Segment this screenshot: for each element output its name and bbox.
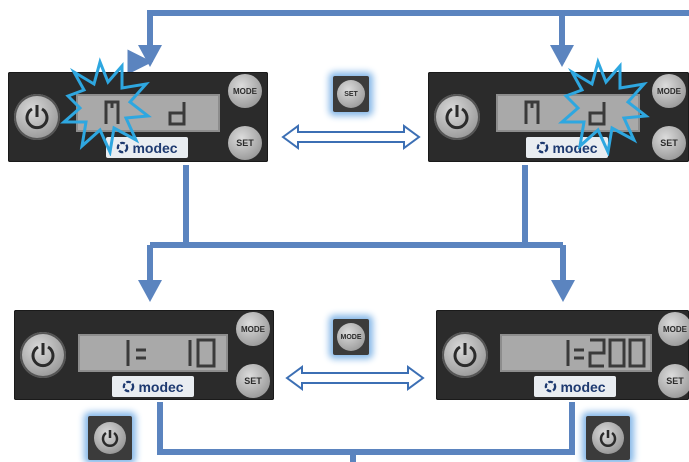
set-button-label: SET bbox=[337, 80, 365, 108]
logo-text: modec bbox=[560, 378, 606, 395]
logo-text: modec bbox=[552, 139, 598, 156]
controller-panel-top-left: MODE SET modec bbox=[8, 57, 268, 162]
power-icon bbox=[31, 343, 55, 368]
logo-mark-icon bbox=[117, 141, 129, 154]
lcd-digits bbox=[126, 338, 216, 368]
power-icon bbox=[25, 105, 49, 130]
brand-logo: modec bbox=[534, 376, 616, 397]
power-icon bbox=[453, 343, 477, 368]
highlight-burst-icon bbox=[60, 57, 152, 156]
power-icon bbox=[101, 430, 119, 447]
mode-button[interactable]: MODE bbox=[236, 312, 270, 346]
arrowhead-mid-left bbox=[138, 280, 162, 302]
logo-text: modec bbox=[138, 378, 184, 395]
mode-button[interactable]: MODE bbox=[228, 74, 262, 108]
lcd-display bbox=[500, 334, 652, 372]
highlight-burst-icon bbox=[558, 57, 650, 156]
controller-panel-top-right: MODE SET modec bbox=[428, 57, 689, 162]
power-button[interactable] bbox=[20, 332, 66, 378]
power-button[interactable] bbox=[434, 94, 480, 140]
power-button[interactable] bbox=[14, 94, 60, 140]
lcd-digits bbox=[566, 338, 646, 368]
double-arrow-bottom bbox=[285, 365, 425, 391]
set-button[interactable]: SET bbox=[652, 126, 686, 160]
top-feed-line bbox=[127, 10, 689, 75]
lcd-display bbox=[76, 94, 220, 132]
double-arrow-top bbox=[281, 124, 421, 150]
power-button-highlight-left[interactable] bbox=[88, 416, 132, 460]
brand-logo: modec bbox=[112, 376, 194, 397]
bottom-line bbox=[157, 402, 575, 455]
logo-mark-icon bbox=[537, 141, 549, 154]
lcd-display bbox=[496, 94, 640, 132]
lcd-display bbox=[78, 334, 228, 372]
logo-mark-icon bbox=[545, 380, 557, 393]
brand-logo: modec bbox=[526, 137, 608, 158]
lcd-digits bbox=[524, 100, 606, 126]
arrowhead-top-right bbox=[550, 45, 574, 67]
set-button-highlight[interactable]: SET bbox=[333, 76, 369, 112]
controller-panel-bottom-right: MODE SET modec bbox=[436, 310, 689, 400]
power-button-highlight-right[interactable] bbox=[586, 416, 630, 460]
power-button[interactable] bbox=[442, 332, 488, 378]
lcd-digits bbox=[104, 100, 186, 126]
arrowhead-top-left bbox=[138, 45, 162, 67]
set-button[interactable]: SET bbox=[228, 126, 262, 160]
logo-text: modec bbox=[132, 139, 178, 156]
brand-logo: modec bbox=[106, 137, 188, 158]
mode-button[interactable]: MODE bbox=[652, 74, 686, 108]
power-icon bbox=[445, 105, 469, 130]
arrowhead-mid-right bbox=[551, 280, 575, 302]
mode-button-highlight[interactable]: MODE bbox=[333, 319, 369, 355]
set-button[interactable]: SET bbox=[658, 364, 689, 398]
controller-panel-bottom-left: MODE SET modec bbox=[14, 310, 274, 400]
power-icon bbox=[599, 430, 617, 447]
set-button[interactable]: SET bbox=[236, 364, 270, 398]
logo-mark-icon bbox=[123, 380, 135, 393]
mode-button[interactable]: MODE bbox=[658, 312, 689, 346]
mode-button-label: MODE bbox=[337, 323, 365, 351]
